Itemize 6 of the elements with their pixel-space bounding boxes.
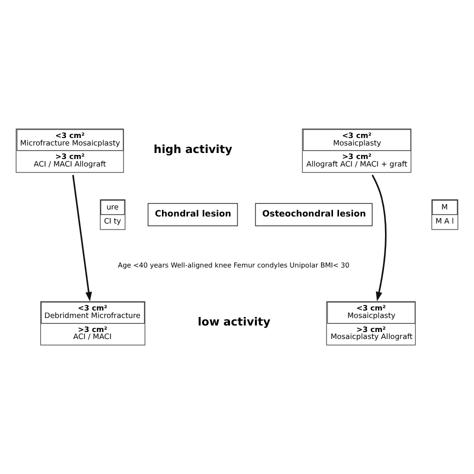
arrow	[72, 174, 92, 302]
node-box: Chondral lesion	[148, 203, 238, 226]
node-box: Osteochondral lesion	[255, 203, 372, 226]
label: low activity	[198, 315, 270, 328]
arrow	[372, 174, 386, 302]
label: high activity	[154, 142, 232, 156]
